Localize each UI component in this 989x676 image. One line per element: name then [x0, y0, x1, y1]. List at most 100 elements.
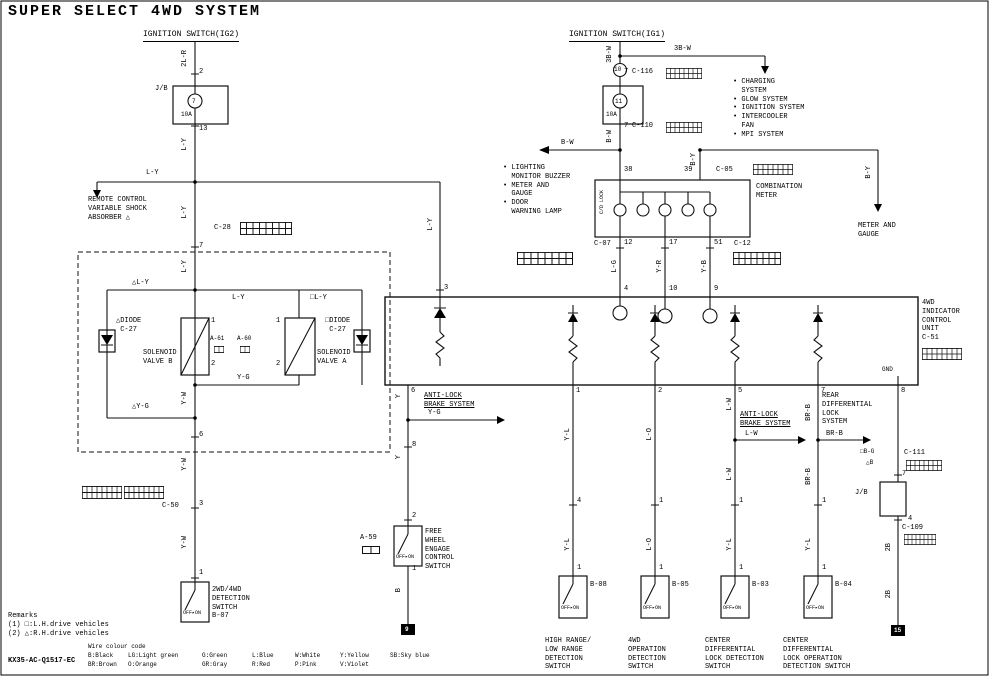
wire-label: L-W: [726, 398, 734, 411]
junction-block-bottom-box: [879, 481, 907, 517]
pin-label: 10: [669, 285, 678, 293]
wire-label: Y-L: [726, 538, 734, 551]
connector-grid-c111: [906, 460, 942, 471]
wire-label: Y-W: [181, 392, 189, 405]
wire-label: Y-W: [181, 458, 189, 471]
wire-label: Y-W: [181, 536, 189, 549]
solenoid-valve-a-box: [284, 317, 316, 376]
diagram-code: KX35-AC-Q1517-EC: [8, 657, 76, 665]
freewheel-switch-label: FREE WHEEL ENGAGE CONTROL SWITCH: [425, 528, 455, 571]
arrow-right: [497, 416, 505, 424]
pin-label: 8: [412, 441, 417, 449]
wire-label: 3B-W: [606, 46, 614, 63]
pin-label: 1: [577, 564, 582, 572]
connector-grid-a61: [214, 346, 224, 353]
connector-label: C-12: [734, 240, 751, 248]
diode-triangle: [813, 313, 823, 322]
wire-label: L-Y: [146, 169, 159, 177]
connector-label: B-05: [672, 581, 689, 589]
switch-positions-label: OFF▸ON: [396, 554, 415, 560]
switch-positions-label: OFF▸ON: [806, 605, 825, 611]
legend-item: GR:Gray: [202, 661, 228, 668]
switch-b03-label: CENTER DIFFERENTIAL LOCK DETECTION SWITC…: [705, 637, 764, 672]
ground-symbol: [891, 625, 905, 636]
lighting-systems-list: • LIGHTING MONITOR BUZZER • METER AND GA…: [503, 164, 571, 216]
cd-lock-label: C/D LOCK: [599, 190, 605, 215]
pin-label: 7: [199, 242, 204, 250]
legend-item: B:Black: [88, 652, 114, 659]
pin-label: 4: [908, 515, 913, 523]
connector-grids: [82, 68, 962, 554]
wire-colour-code-title: Wire colour code: [88, 643, 146, 650]
arrow-right: [798, 436, 806, 444]
junction-block-left-box: [172, 85, 229, 125]
indicator-lamp: [636, 203, 650, 217]
wire-label: L-W: [726, 468, 734, 481]
connector-grid-c28: [240, 222, 292, 235]
pin-label: 2: [199, 68, 204, 76]
page-title: SUPER SELECT 4WD SYSTEM: [8, 3, 262, 20]
pin-label: 1: [211, 317, 216, 325]
pin-label: 1: [199, 569, 204, 577]
combination-meter-label: COMBINATION METER: [756, 183, 803, 200]
pin-label: 17: [669, 239, 678, 247]
wire-label: B-W: [606, 130, 614, 143]
pin-label: 12: [624, 239, 633, 247]
junction-block-right-box: [602, 85, 644, 125]
connector-grid-c05: [753, 164, 793, 175]
combination-meter-box: [594, 179, 751, 238]
connector-label: B-08: [590, 581, 607, 589]
arrow-down: [874, 204, 882, 212]
pin-label: 7: [624, 68, 629, 76]
pin-label: 38: [624, 166, 633, 174]
pin-label: 1: [576, 387, 581, 395]
ground-symbol: [401, 624, 415, 635]
pin-label: 2: [658, 387, 663, 395]
pin-label: 2: [276, 360, 281, 368]
wire-label: Y-G: [428, 409, 441, 417]
diode-triangle: [730, 313, 740, 322]
pin-label: 2: [412, 512, 417, 520]
ignition-switch-ig1-label: IGNITION SWITCH(IG1): [569, 30, 666, 42]
connector-grid-c50-a: [82, 486, 122, 499]
pin-label: 39: [684, 166, 693, 174]
connector-label: C-111: [904, 449, 926, 457]
connector-label: C-116: [632, 68, 654, 76]
switch-positions-label: OFF▸ON: [561, 605, 580, 611]
junction-block-label: J/B: [155, 85, 168, 93]
wire-label: □L-Y: [310, 294, 327, 302]
fuse-7-circle: [187, 93, 203, 109]
control-unit-label: 4WD INDICATOR CONTROL UNIT C-51: [922, 299, 960, 342]
legend-item: BR:Brown: [88, 661, 117, 668]
diode-triangle: [434, 308, 446, 318]
abs-branch-label: ANTI-LOCK BRAKE SYSTEM: [424, 392, 475, 409]
pin-label: 1: [659, 564, 664, 572]
legend-item: V:Violet: [340, 661, 369, 668]
connector-ticks: [191, 73, 902, 579]
diode-triangle: [101, 335, 113, 345]
diode-left-label: △DIODE C-27: [116, 317, 142, 334]
pin-label: 1: [822, 564, 827, 572]
pin-label: 2: [211, 360, 216, 368]
supplied-systems-list: • CHARGING SYSTEM • GLOW SYSTEM • IGNITI…: [733, 78, 805, 139]
arrow-down: [761, 66, 769, 74]
connector-label: C-07: [594, 240, 611, 248]
legend-item: Y:Yellow: [340, 652, 369, 659]
wire-label: BR-B: [826, 430, 843, 438]
switch-b04-label: CENTER DIFFERENTIAL LOCK OPERATION DETEC…: [783, 637, 851, 672]
wire-label: △B: [866, 459, 874, 466]
pin-label: 13: [199, 125, 208, 133]
fuse-rating: 10A: [181, 111, 192, 118]
legend-item: O:Orange: [128, 661, 157, 668]
junction-block-label: J/B: [855, 489, 868, 497]
wire-label: △L-Y: [132, 279, 149, 287]
wire-label: 2B: [885, 543, 893, 552]
switch-b08-label: HIGH RANGE/ LOW RANGE DETECTION SWITCH: [545, 637, 592, 672]
pin-label: 8: [901, 387, 906, 395]
pin-label: 1: [739, 497, 744, 505]
connector-label: C-109: [902, 524, 924, 532]
legend-item: G:Green: [202, 652, 228, 659]
component-internals: [101, 62, 899, 611]
pin-label: 6: [411, 387, 416, 395]
switch-positions-label: OFF▸ON: [643, 605, 662, 611]
